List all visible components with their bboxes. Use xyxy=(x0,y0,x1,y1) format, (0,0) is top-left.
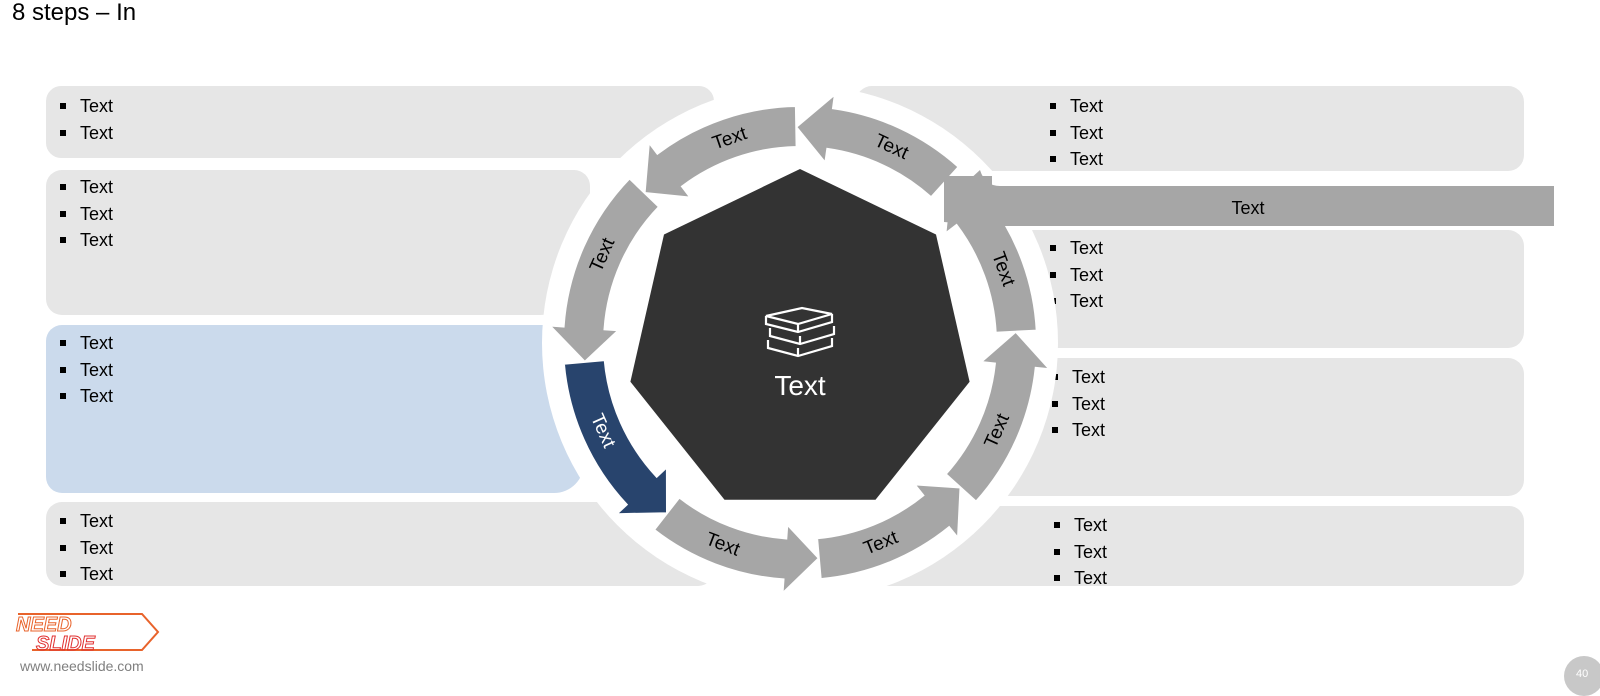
bullet-list: Text Text Text xyxy=(60,174,113,254)
left-panel-4: Text Text Text xyxy=(46,502,714,586)
logo-text-need: NEED xyxy=(16,614,72,636)
center-label: Text xyxy=(774,370,826,401)
list-item: Text xyxy=(1054,565,1107,592)
input-bar-arrowhead xyxy=(944,176,992,226)
list-item: Text xyxy=(1052,391,1105,418)
left-panel-3-active: Text Text Text xyxy=(46,325,584,493)
books-icon xyxy=(764,306,836,358)
bullet-list: Text Text Text xyxy=(1052,364,1105,444)
list-item: Text xyxy=(60,357,113,384)
list-item: Text xyxy=(60,120,113,147)
footer-url[interactable]: www.needslide.com xyxy=(20,658,144,674)
list-item: Text xyxy=(60,330,113,357)
bullet-list: Text Text Text xyxy=(60,508,113,588)
input-bar xyxy=(944,170,1554,226)
list-item: Text xyxy=(1050,235,1103,262)
list-item: Text xyxy=(60,93,113,120)
list-item: Text xyxy=(1050,120,1103,147)
list-item: Text xyxy=(60,508,113,535)
page-number: 40 xyxy=(1576,668,1589,680)
list-item: Text xyxy=(60,561,113,588)
input-bar-label: Text xyxy=(1231,198,1264,218)
bullet-list: Text Text Text xyxy=(1050,93,1103,173)
list-item: Text xyxy=(60,535,113,562)
page-number-badge: 40 xyxy=(1564,656,1600,696)
list-item: Text xyxy=(1050,93,1103,120)
list-item: Text xyxy=(1052,417,1105,444)
bullet-list: Text Text Text xyxy=(60,330,113,410)
logo-text-slide: SLIDE xyxy=(36,633,96,655)
list-item: Text xyxy=(1054,539,1107,566)
bullet-list: Text Text Text xyxy=(1054,512,1107,592)
bullet-list: Text Text xyxy=(60,93,113,146)
list-item: Text xyxy=(1054,512,1107,539)
list-item: Text xyxy=(60,174,113,201)
slide-title: 8 steps – In xyxy=(12,0,137,26)
right-panel-2: Text Text Text xyxy=(1018,230,1524,348)
right-panel-3: Text Text Text xyxy=(986,358,1524,496)
list-item: Text xyxy=(60,383,113,410)
center-heptagon xyxy=(630,169,970,500)
list-item: Text xyxy=(1050,262,1103,289)
list-item: Text xyxy=(1050,146,1103,173)
left-panel-1: Text Text xyxy=(46,86,714,158)
list-item: Text xyxy=(60,201,113,228)
needslide-logo: NEED SLIDE xyxy=(16,613,160,656)
left-panel-2: Text Text Text xyxy=(46,170,590,315)
list-item: Text xyxy=(60,227,113,254)
bullet-list: Text Text Text xyxy=(1050,235,1103,315)
